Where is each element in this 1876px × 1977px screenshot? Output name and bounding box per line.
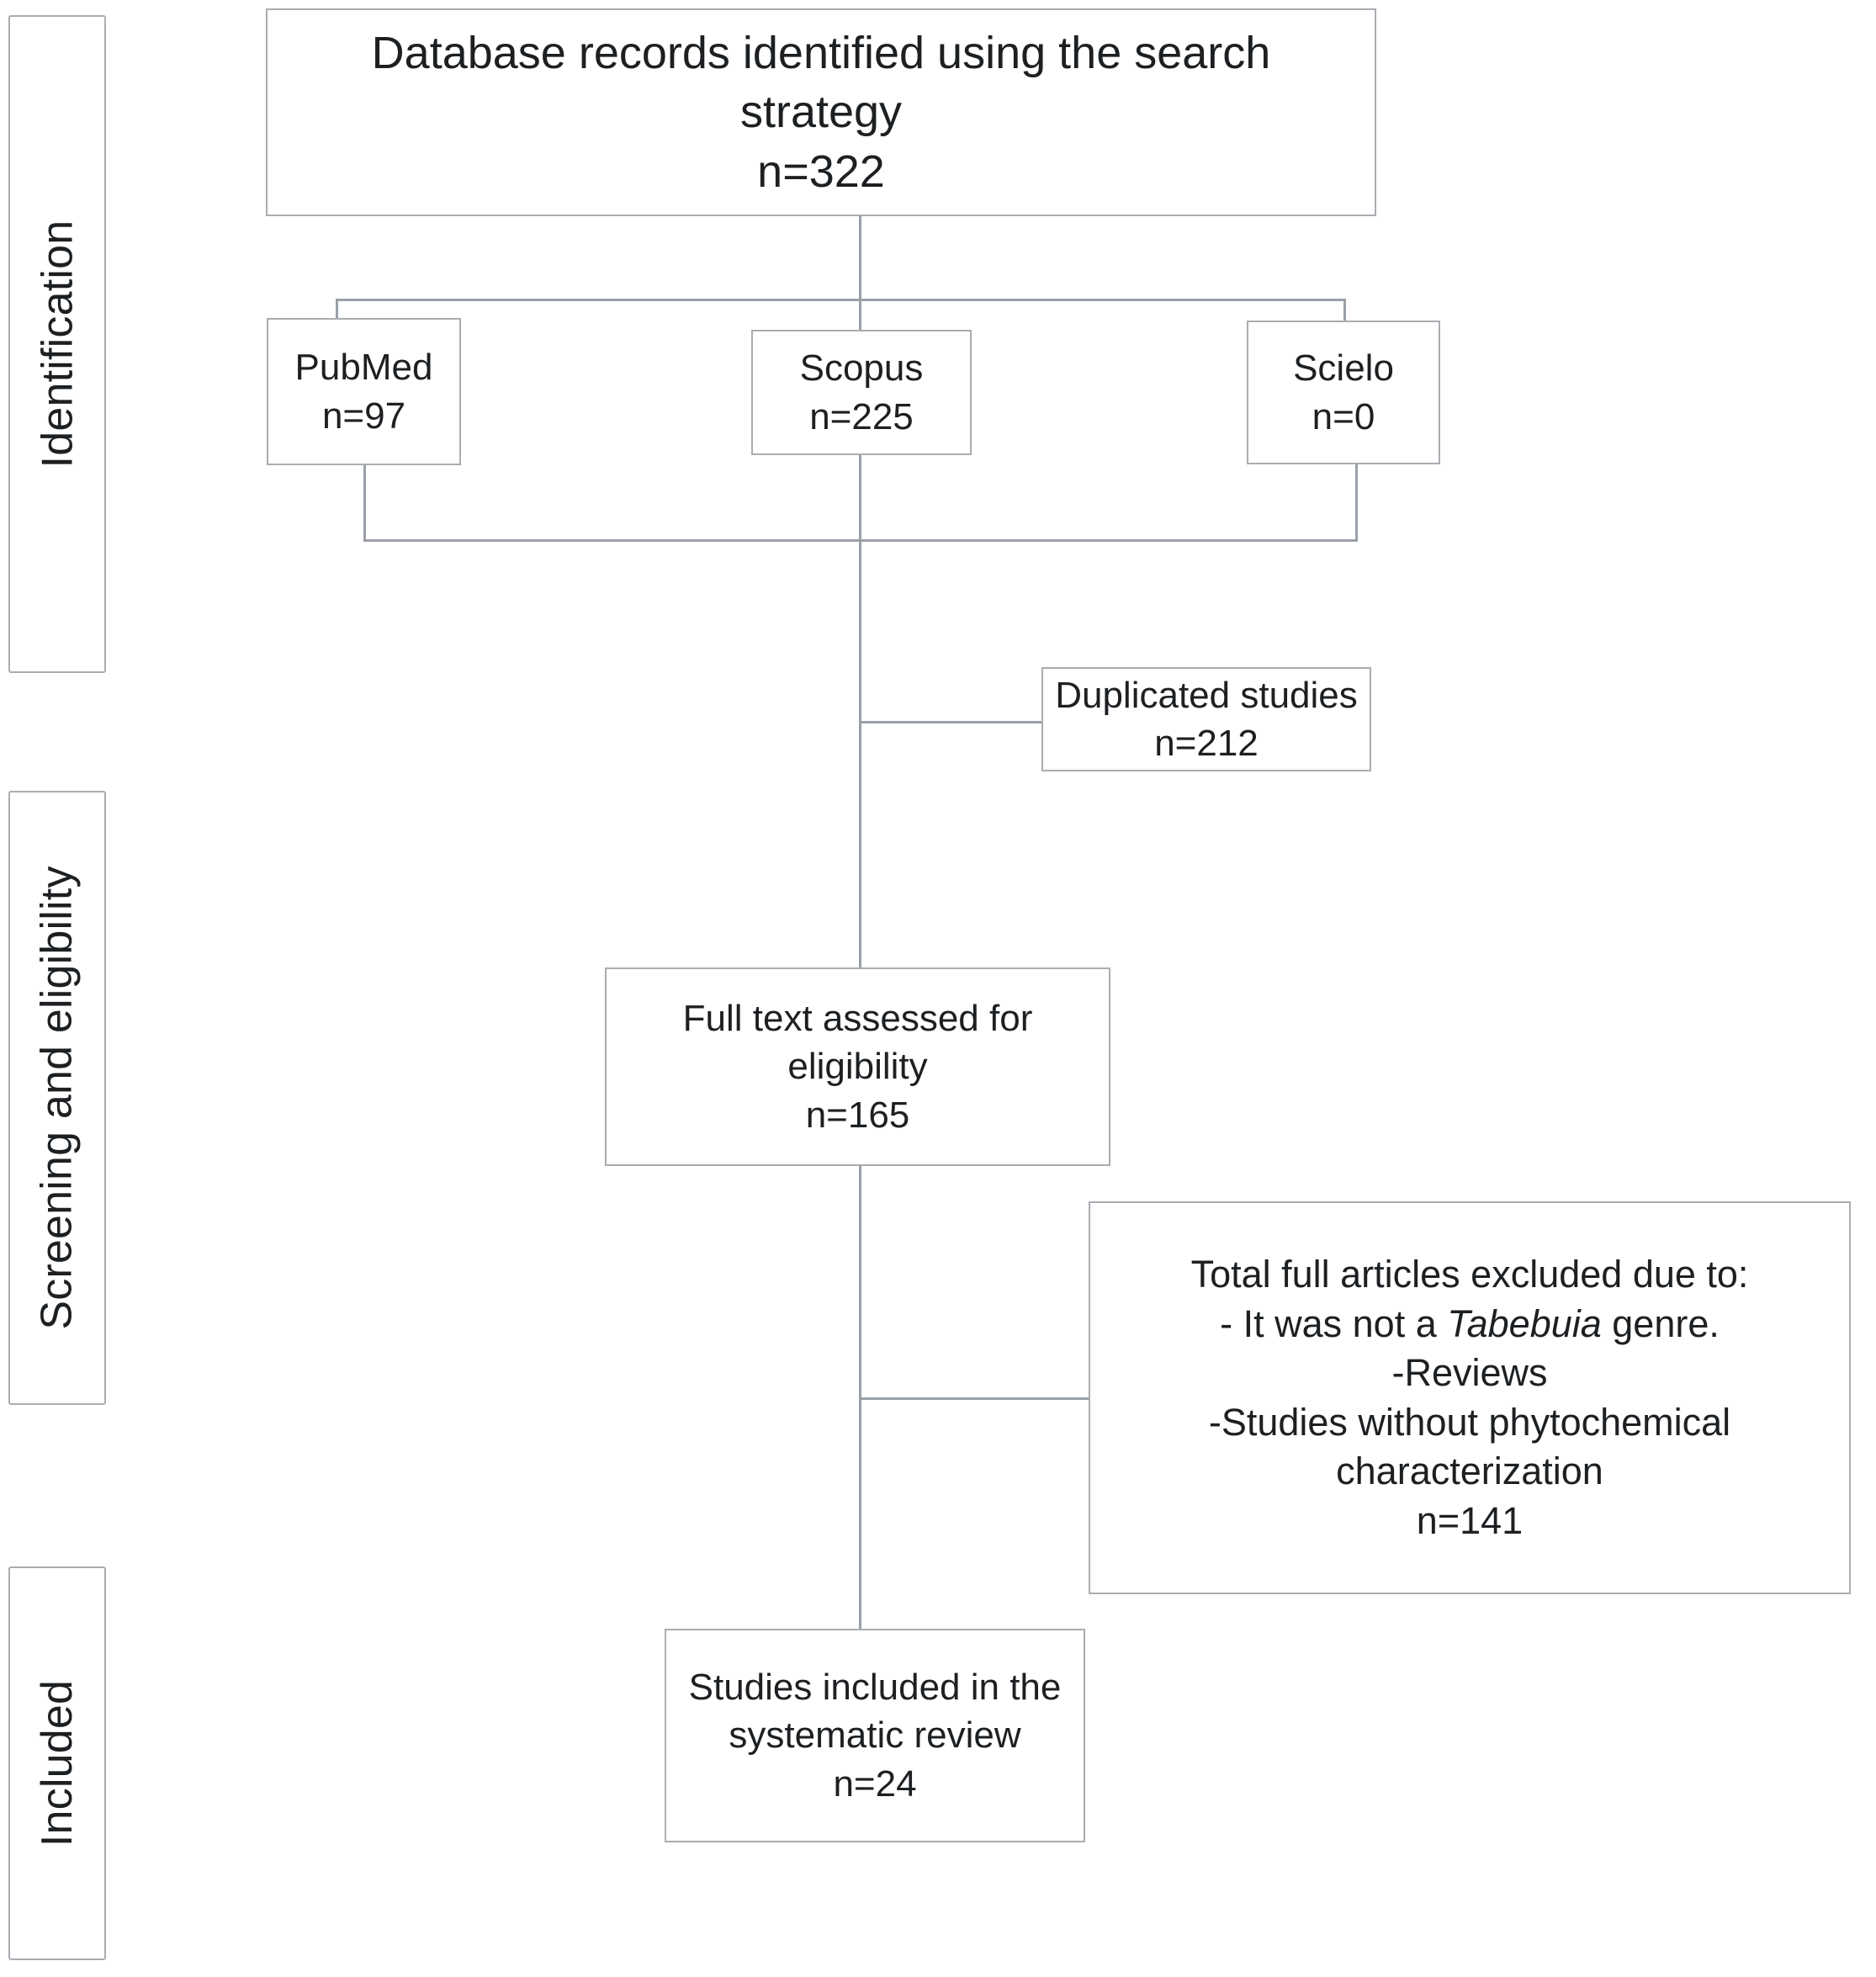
stage-label-included: Included [8, 1566, 106, 1960]
node-excluded-line5: characterization [1336, 1450, 1603, 1492]
node-included-count: n=24 [833, 1762, 917, 1805]
node-pubmed: PubMed n=97 [267, 318, 461, 465]
connector-split-to-pubmed [336, 299, 338, 320]
node-scielo-label: Scielo [1293, 347, 1394, 390]
node-excluded-genus-name: Tabebuia [1447, 1301, 1602, 1345]
node-full-text-count: n=165 [805, 1094, 910, 1136]
connector-scielo-to-merge [1355, 463, 1358, 542]
node-full-text-line2: eligibility [787, 1046, 928, 1088]
stage-label-identification: Identification [8, 15, 106, 673]
connector-spine-to-duplicated [859, 721, 1044, 723]
node-excluded-line3: -Reviews [1391, 1351, 1548, 1394]
node-excluded-count: n=141 [1416, 1498, 1524, 1542]
stage-label-screening: Screening and eligibility [8, 791, 106, 1405]
node-included-studies: Studies included in the systematic revie… [665, 1629, 1085, 1842]
connector-pubmed-to-merge [363, 464, 366, 542]
node-articles-excluded: Total full articles excluded due to: - I… [1089, 1201, 1851, 1594]
node-scielo-count: n=0 [1312, 395, 1375, 437]
node-scopus-count: n=225 [809, 395, 914, 437]
node-pubmed-count: n=97 [321, 395, 406, 437]
node-duplicated-studies-label: Duplicated studies [1055, 674, 1358, 716]
node-excluded-line2-pre: - It was not a [1220, 1301, 1448, 1345]
node-full-text-line1: Full text assessed for [682, 998, 1033, 1040]
connector-records-to-split [859, 215, 861, 300]
node-excluded-line1: Total full articles excluded due to: [1190, 1253, 1749, 1296]
connector-split-to-scopus [859, 299, 861, 331]
node-excluded-line2: - It was not a Tabebuia genre. [1099, 1300, 1841, 1349]
node-scopus-label: Scopus [799, 347, 924, 390]
node-records-identified: Database records identified using the se… [266, 8, 1376, 216]
node-records-identified-count: n=322 [757, 146, 885, 197]
node-excluded-line4: -Studies without phytochemical [1208, 1400, 1731, 1444]
connector-spine-to-excluded [859, 1397, 1091, 1400]
node-duplicated-studies: Duplicated studies n=212 [1041, 667, 1371, 771]
stage-label-screening-text: Screening and eligibility [33, 866, 82, 1330]
node-scopus: Scopus n=225 [751, 330, 972, 455]
node-included-line2: systematic review [729, 1715, 1021, 1757]
node-duplicated-studies-count: n=212 [1154, 723, 1259, 764]
connector-split-to-scielo [1343, 299, 1346, 322]
node-excluded-line2-post: genre. [1601, 1301, 1720, 1345]
node-pubmed-label: PubMed [294, 347, 433, 389]
connector-split-bar [336, 299, 1345, 301]
node-included-line1: Studies included in the [688, 1667, 1062, 1709]
stage-label-included-text: Included [33, 1679, 82, 1847]
stage-label-identification-text: Identification [33, 220, 82, 469]
node-scielo: Scielo n=0 [1247, 321, 1440, 464]
node-records-identified-line2: strategy [739, 87, 903, 138]
node-records-identified-line1: Database records identified using the se… [371, 28, 1271, 79]
node-full-text-assessed: Full text assessed for eligibility n=165 [605, 967, 1110, 1166]
